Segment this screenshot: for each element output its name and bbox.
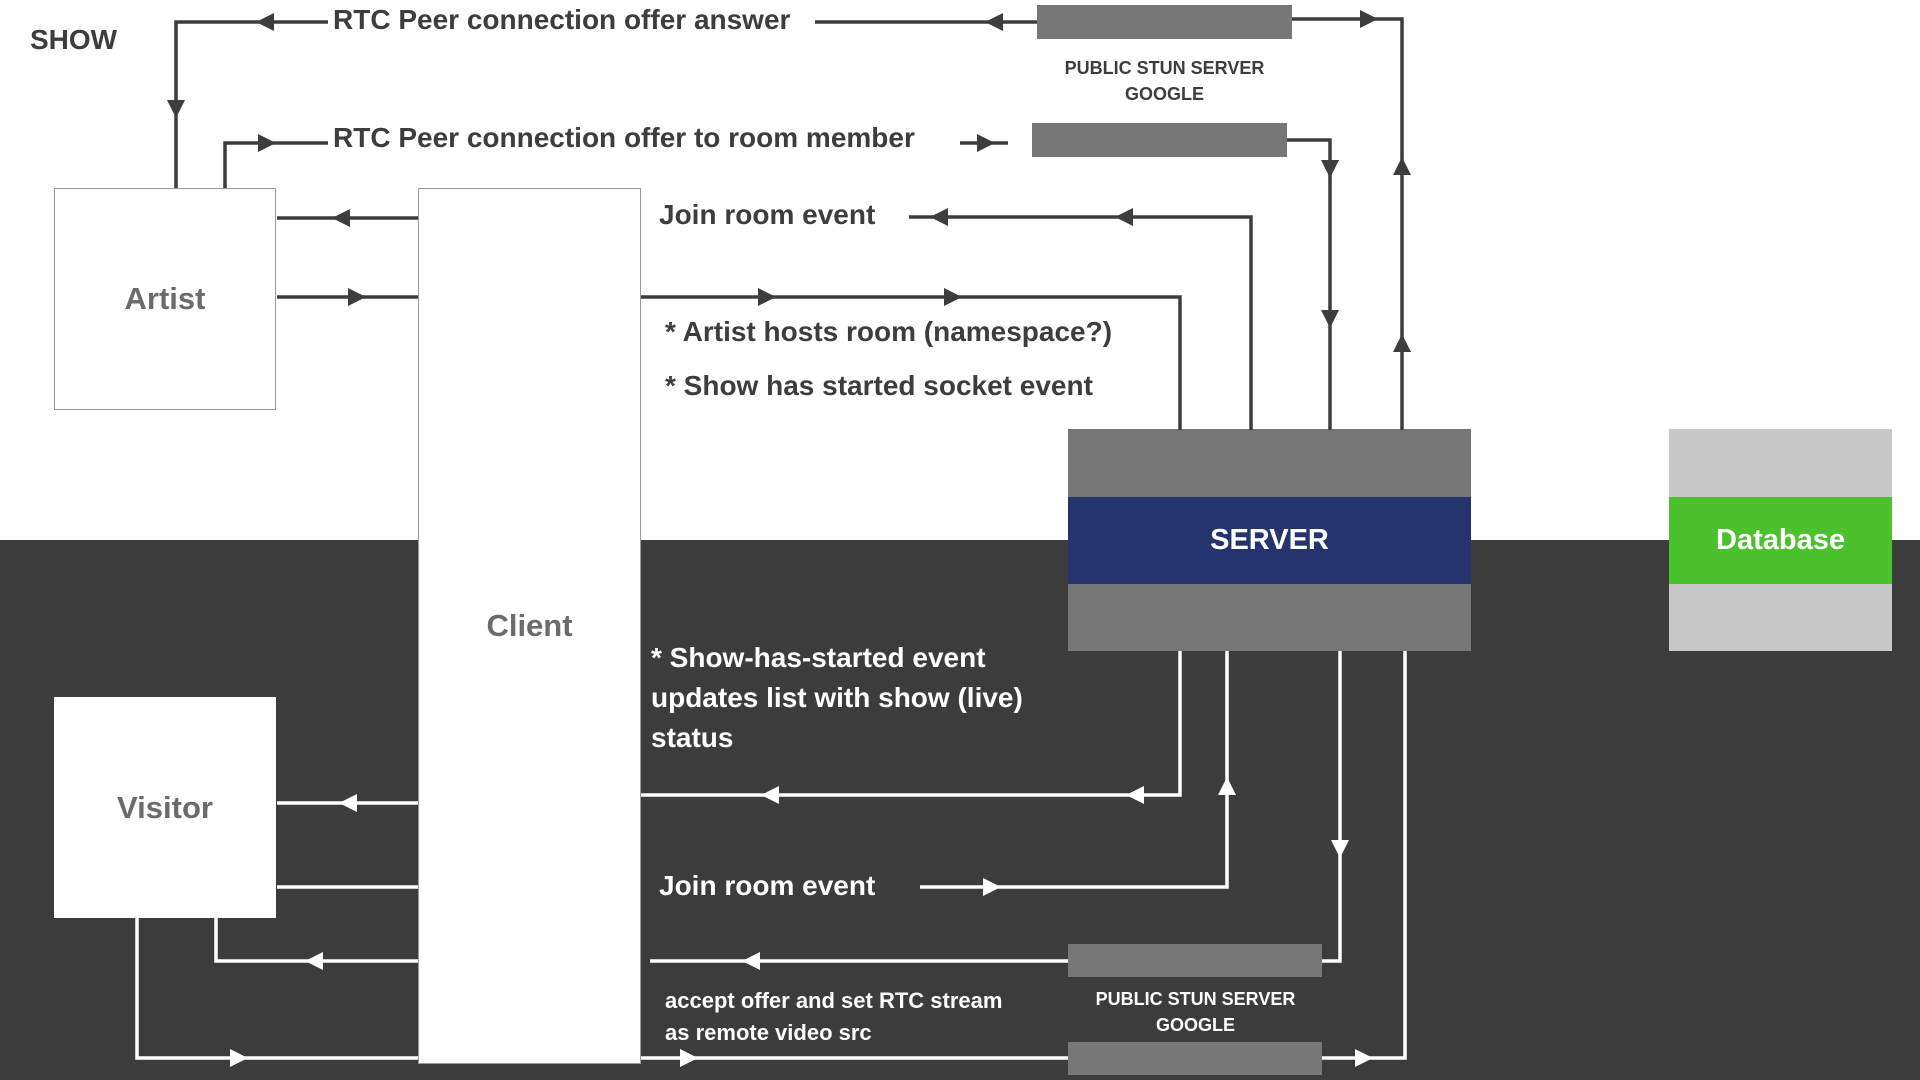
arrowhead	[930, 208, 948, 226]
artist-label: Artist	[124, 281, 206, 316]
arrowhead	[1321, 310, 1339, 328]
offer-answer-label: RTC Peer connection offer answer	[333, 4, 791, 35]
arrowhead	[742, 952, 760, 970]
stun-bottom-label: PUBLIC STUN SERVER GOOGLE	[1095, 989, 1296, 1035]
database-top-band	[1669, 429, 1892, 497]
arrowhead	[1115, 208, 1133, 226]
database-label: Database	[1716, 524, 1845, 556]
artist-node: Artist	[54, 188, 276, 410]
server-client-line	[641, 651, 1182, 797]
visitor-stun-line	[135, 918, 418, 1060]
arrowhead	[348, 288, 366, 306]
accept-offer-label: accept offer and set RTC stream as remot…	[665, 988, 1003, 1045]
arrowhead	[985, 13, 1003, 31]
offer-answer-line	[1292, 17, 1404, 430]
arrowhead	[305, 952, 323, 970]
join-room-top-label: Join room event	[659, 199, 876, 230]
arrowhead	[1393, 157, 1411, 175]
server-bottom-band	[1068, 584, 1471, 651]
arrowhead	[1321, 160, 1339, 178]
stun-server-line	[1322, 651, 1407, 1060]
arrowhead	[944, 288, 962, 306]
offer-room-line-3	[1287, 138, 1332, 430]
database-node: Database	[1669, 497, 1892, 584]
show-started-bottom-label: * Show-has-started event updates list wi…	[651, 642, 1023, 753]
server-node: SERVER	[1068, 497, 1471, 584]
arrowhead	[167, 100, 185, 118]
arrowhead	[1331, 840, 1349, 858]
light-arrowheads	[230, 777, 1373, 1067]
offer-answer-line-3	[174, 20, 328, 188]
dark-arrowheads	[167, 10, 1411, 352]
arrowhead	[1360, 10, 1378, 28]
artist-hosts-label: * Artist hosts room (namespace?)	[665, 316, 1113, 347]
visitor-node: Visitor	[54, 697, 276, 918]
client-server-top	[641, 295, 1182, 430]
show-started-label: * Show has started socket event	[665, 370, 1093, 401]
stun-bar-top-2	[1032, 123, 1287, 157]
client-visitor-bottom	[214, 918, 418, 963]
light-connectors	[135, 651, 1407, 1060]
arrowhead	[1126, 786, 1144, 804]
arrowhead	[258, 134, 276, 152]
arrowhead	[230, 1049, 248, 1067]
arrowhead	[1393, 334, 1411, 352]
dark-background-band	[0, 540, 1920, 1080]
server-top-band	[1068, 429, 1471, 497]
arrowhead	[332, 209, 350, 227]
stun-bar-top-1	[1037, 5, 1292, 39]
arrowhead	[680, 1049, 698, 1067]
client-node: Client	[418, 188, 641, 1064]
arrowhead	[1355, 1049, 1373, 1067]
client-label: Client	[486, 608, 573, 643]
offer-room-line	[223, 141, 328, 188]
server-stun-down	[1322, 651, 1342, 963]
arrowhead	[339, 794, 357, 812]
database-bottom-band	[1669, 584, 1892, 651]
server-label: SERVER	[1210, 524, 1329, 556]
stun-top-label: PUBLIC STUN SERVER GOOGLE	[1064, 58, 1265, 104]
join-room-bottom-label: Join room event	[659, 870, 876, 901]
join-room-bottom-line	[920, 778, 1229, 889]
stun-bar-bottom-1	[1068, 944, 1322, 977]
arrowhead	[761, 786, 779, 804]
arrowhead	[256, 13, 274, 31]
arrowhead	[758, 288, 776, 306]
dark-connectors	[174, 17, 1404, 430]
diagram-title: SHOW	[30, 24, 118, 55]
visitor-label: Visitor	[117, 789, 213, 825]
stun-bar-bottom-2	[1068, 1042, 1322, 1075]
join-room-top-line	[909, 215, 1253, 430]
arrowhead	[1218, 777, 1236, 795]
offer-room-member-label: RTC Peer connection offer to room member	[333, 122, 915, 153]
arrowhead	[983, 878, 1001, 896]
arrowhead	[977, 134, 995, 152]
